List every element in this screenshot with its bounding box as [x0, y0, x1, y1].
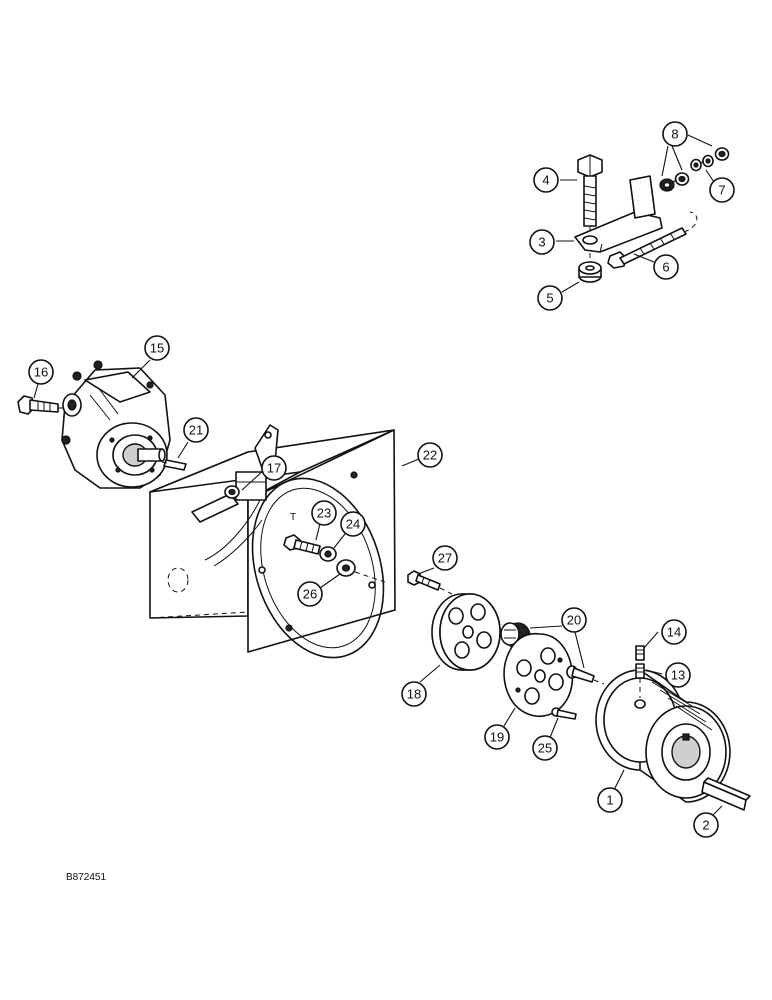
coupling-plate-part-19 — [503, 632, 574, 718]
callout-label: 1 — [606, 793, 613, 808]
callout-26: 26 — [297, 581, 323, 607]
callout-18: 18 — [401, 681, 427, 707]
callout-label: 3 — [538, 235, 545, 250]
callout-7: 7 — [709, 177, 735, 203]
bolt-part-20 — [566, 665, 605, 685]
callout-label: 17 — [267, 461, 281, 476]
callout-label: 20 — [567, 613, 581, 628]
bolt-part-4 — [577, 154, 603, 264]
callout-1: 1 — [597, 787, 623, 813]
key-part-2 — [701, 777, 751, 811]
callout-17: 17 — [261, 455, 287, 481]
callout-label: 27 — [438, 551, 452, 566]
callout-label: 26 — [303, 587, 317, 602]
callout-13: 13 — [665, 662, 691, 688]
callout-label: 4 — [542, 173, 549, 188]
callout-label: 21 — [189, 423, 203, 438]
pump-part-15 — [61, 360, 171, 489]
set-screw-part-13 — [635, 663, 645, 698]
callout-21: 25 — [532, 735, 558, 761]
callout-label: 2 — [702, 818, 709, 833]
callout-label: 25 — [538, 741, 552, 756]
callout-label: 24 — [346, 517, 360, 532]
callout-16: 16 — [28, 359, 54, 385]
callout-6: 6 — [653, 254, 679, 280]
callout-label: 8 — [671, 127, 678, 142]
bolt-part-16 — [17, 395, 64, 415]
coupling-hub-part-18 — [431, 593, 501, 671]
washer-part-26 — [336, 559, 386, 583]
bolt-part-24 — [283, 534, 321, 555]
callout-27: 27 — [432, 545, 458, 571]
coupling-insert-part-20 — [500, 622, 531, 650]
callout-label: 14 — [667, 625, 681, 640]
callout-label: 22 — [423, 448, 437, 463]
callout-label: 7 — [718, 183, 725, 198]
callout-label: 23 — [317, 506, 331, 521]
set-screw-part-14 — [635, 645, 645, 661]
callout-label: 6 — [662, 260, 669, 275]
nuts-and-washers-parts-7-8 — [659, 147, 730, 192]
callout-label: 5 — [546, 291, 553, 306]
pulley-part-1 — [595, 669, 731, 803]
washer-part-25 — [319, 546, 337, 562]
bolt-part-27 — [407, 570, 453, 595]
callout-label: 16 — [34, 365, 48, 380]
bracket-part-3 — [574, 175, 663, 253]
key-part-22 — [161, 459, 187, 471]
callout-22: 21 — [183, 417, 209, 443]
callout-15: 15 — [144, 335, 170, 361]
callout-2: 2 — [693, 812, 719, 838]
callout-5: 5 — [537, 285, 563, 311]
callout-4: 4 — [533, 167, 559, 193]
callout-label: 19 — [490, 730, 504, 745]
callout-14: 14 — [661, 619, 687, 645]
bolt-part-21 — [551, 707, 577, 720]
callout-label: 15 — [150, 341, 164, 356]
callout-19: 19 — [484, 724, 510, 750]
svg-text:T: T — [290, 512, 296, 523]
callout-label: 18 — [407, 687, 421, 702]
drawing-code: B872451 — [66, 872, 106, 883]
callout-20: 20 — [561, 607, 587, 633]
callout-label: 13 — [671, 668, 685, 683]
callout-3: 3 — [529, 229, 555, 255]
callout-8: 8 — [662, 121, 688, 147]
callout-25: 24 — [340, 511, 366, 537]
callout-23: 22 — [417, 442, 443, 468]
mounting-housing-part-23: T — [149, 424, 396, 659]
callout-24: 23 — [311, 500, 337, 526]
nut-part-5 — [578, 261, 602, 283]
